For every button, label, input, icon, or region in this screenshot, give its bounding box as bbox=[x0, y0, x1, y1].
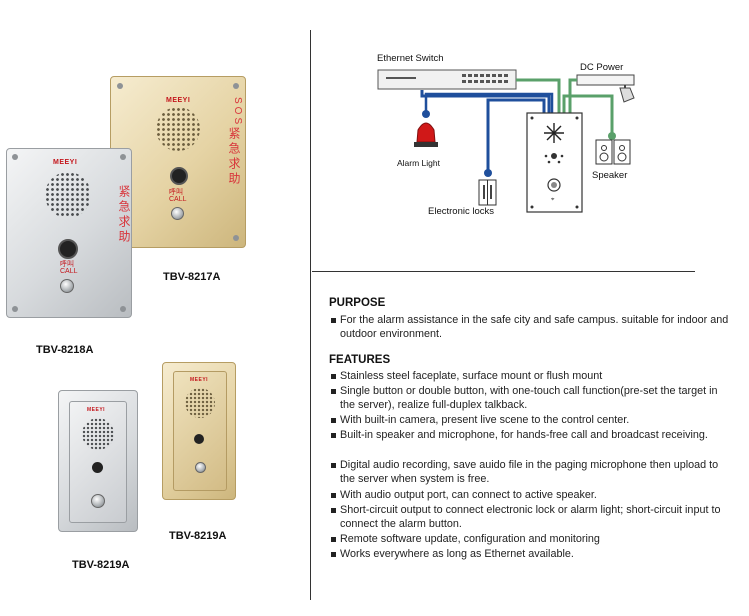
side-emergency-text: 紧急求助 bbox=[117, 185, 131, 245]
call-button-icon bbox=[60, 279, 74, 293]
feature-item: Short-circuit output to connect electron… bbox=[331, 503, 735, 531]
svg-text:⌖: ⌖ bbox=[551, 196, 555, 203]
features-heading: FEATURES bbox=[329, 354, 391, 366]
green-wires bbox=[516, 78, 614, 136]
call-label-en: CALL bbox=[169, 196, 187, 203]
call-label-cn: 呼叫 bbox=[169, 189, 183, 196]
side-emergency-text: 紧急求助 bbox=[227, 127, 241, 187]
alarm-light-icon bbox=[414, 110, 438, 147]
feature-item-text: Digital audio recording, save auido file… bbox=[340, 459, 719, 485]
call-button-icon bbox=[171, 207, 184, 220]
feature-item: With audio output port, can connect to a… bbox=[331, 488, 730, 502]
feature-item: Single button or double button, with one… bbox=[331, 384, 730, 412]
vertical-divider bbox=[310, 30, 311, 600]
feature-item-text: With built-in camera, present live scene… bbox=[340, 414, 630, 426]
screw-icon bbox=[120, 306, 126, 312]
feature-item-text: Built-in speaker and microphone, for han… bbox=[340, 429, 708, 441]
speaker-label: Speaker bbox=[592, 170, 628, 181]
brand-logo: MEEYI bbox=[53, 159, 78, 166]
feature-item-text: Works everywhere as long as Ethernet ava… bbox=[340, 548, 574, 560]
bullet-icon bbox=[331, 537, 336, 542]
purpose-item: For the alarm assistance in the safe cit… bbox=[331, 313, 730, 341]
screw-icon bbox=[12, 306, 18, 312]
model-label-tbv-8218a: TBV-8218A bbox=[36, 344, 94, 356]
screw-icon bbox=[12, 154, 18, 160]
feature-item: Stainless steel faceplate, surface mount… bbox=[331, 369, 730, 383]
feature-item: Built-in speaker and microphone, for han… bbox=[331, 428, 730, 442]
model-label-tbv-8217a: TBV-8217A bbox=[163, 271, 221, 283]
feature-item-text: Remote software update, configuration an… bbox=[340, 533, 600, 545]
alarm-light-label: Alarm Light bbox=[397, 158, 440, 168]
electronic-lock-icon bbox=[478, 169, 497, 206]
purpose-heading: PURPOSE bbox=[329, 297, 386, 309]
speaker-grille-icon bbox=[45, 172, 91, 218]
camera-icon bbox=[92, 462, 103, 473]
bullet-icon bbox=[331, 433, 336, 438]
horizontal-divider bbox=[312, 271, 695, 272]
electronic-locks-label: Electronic locks bbox=[428, 206, 494, 217]
ethernet-switch-icon bbox=[377, 69, 517, 90]
brand-logo: MEEYI bbox=[87, 407, 106, 413]
brand-logo: MEEYI bbox=[190, 377, 209, 383]
speaker-icon bbox=[595, 132, 631, 165]
product-image-tbv-8217a: MEEYI 呼叫 CALL SOS 紧急求助 bbox=[110, 76, 246, 248]
camera-icon bbox=[194, 434, 204, 444]
purpose-item-text: For the alarm assistance in the safe cit… bbox=[340, 314, 729, 340]
bullet-icon bbox=[331, 463, 336, 468]
bullet-icon bbox=[331, 508, 336, 513]
speaker-grille-icon bbox=[156, 107, 200, 151]
dc-power-label: DC Power bbox=[580, 62, 624, 73]
model-label-tbv-8219a-silver: TBV-8219A bbox=[72, 559, 130, 571]
wiring-diagram: ⌖ bbox=[377, 69, 635, 213]
bullet-icon bbox=[331, 374, 336, 379]
switch-ports bbox=[386, 74, 508, 83]
product-image-tbv-8219a-silver: MEEYI bbox=[58, 390, 138, 532]
brand-logo: MEEYI bbox=[166, 97, 191, 104]
call-label-cn: 呼叫 bbox=[60, 261, 74, 268]
feature-item-text: Single button or double button, with one… bbox=[340, 385, 718, 411]
product-image-tbv-8218a: MEEYI 呼叫 CALL 紧急求助 bbox=[6, 148, 132, 318]
feature-item: With built-in camera, present live scene… bbox=[331, 413, 730, 427]
screw-icon bbox=[120, 154, 126, 160]
bullet-icon bbox=[331, 418, 336, 423]
dc-power-icon bbox=[576, 74, 635, 103]
call-button-icon bbox=[91, 494, 105, 508]
feature-item: Works everywhere as long as Ethernet ava… bbox=[331, 547, 730, 561]
screw-icon bbox=[233, 235, 239, 241]
product-image-tbv-8219a-gold: MEEYI bbox=[162, 362, 236, 500]
intercom-unit-icon: ⌖ bbox=[526, 112, 583, 213]
recessed-faceplate: MEEYI bbox=[173, 371, 227, 491]
camera-icon bbox=[58, 239, 78, 259]
bullet-icon bbox=[331, 389, 336, 394]
recessed-faceplate: MEEYI bbox=[69, 401, 127, 523]
camera-icon bbox=[170, 167, 188, 185]
ethernet-switch-label: Ethernet Switch bbox=[377, 53, 444, 64]
call-label-en: CALL bbox=[60, 268, 78, 275]
feature-item-text: Short-circuit output to connect electron… bbox=[340, 504, 721, 530]
call-button-icon bbox=[195, 462, 206, 473]
model-label-tbv-8219a-gold: TBV-8219A bbox=[169, 530, 227, 542]
blue-wires bbox=[420, 90, 554, 173]
bullet-icon bbox=[331, 493, 336, 498]
bullet-icon bbox=[331, 318, 336, 323]
screw-icon bbox=[117, 83, 123, 89]
feature-item-text: Stainless steel faceplate, surface mount… bbox=[340, 370, 603, 382]
feature-item: Digital audio recording, save auido file… bbox=[331, 458, 730, 486]
feature-item: Remote software update, configuration an… bbox=[331, 532, 730, 546]
bullet-icon bbox=[331, 552, 336, 557]
speaker-grille-icon bbox=[82, 418, 114, 450]
speaker-grille-icon bbox=[185, 388, 215, 418]
feature-item-text: With audio output port, can connect to a… bbox=[340, 489, 597, 501]
side-emergency-text: SOS bbox=[232, 97, 243, 128]
screw-icon bbox=[233, 83, 239, 89]
